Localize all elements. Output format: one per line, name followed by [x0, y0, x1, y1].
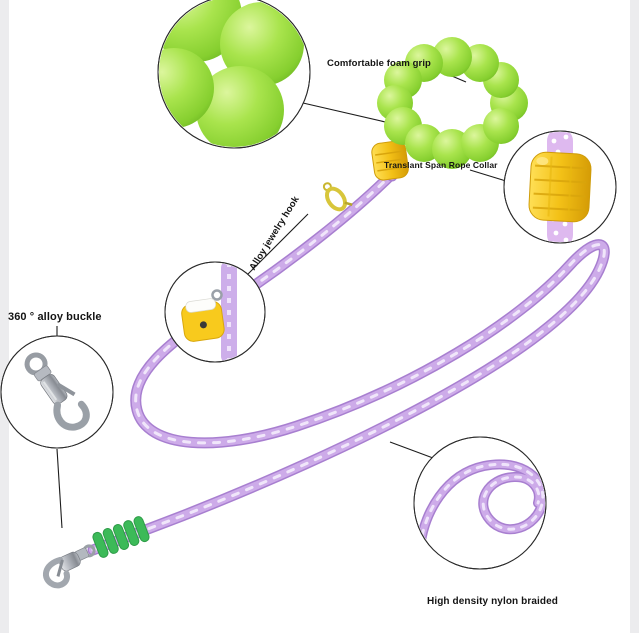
- buckle-snap-hook: [24, 352, 90, 431]
- charm-hook-ring: [211, 289, 223, 301]
- jewelry-hook: [322, 182, 353, 212]
- jewelry-hook-clasp: [344, 201, 353, 206]
- callout-line-collar: [469, 169, 507, 182]
- collar-ridge: [377, 166, 406, 172]
- jewelry-hook-body: [324, 186, 348, 212]
- label-alloy-buckle: 360 ° alloy buckle: [8, 311, 102, 323]
- wrap-bar: [112, 524, 130, 550]
- right-margin-band: [630, 0, 639, 633]
- left-margin-band: [0, 0, 9, 633]
- buckle-highlight: [42, 381, 58, 401]
- zoom-rope-border-top: [413, 436, 547, 570]
- collar-zoom: [528, 151, 592, 223]
- wrap-bar: [92, 531, 109, 558]
- buckle-hook-curve: [53, 400, 90, 431]
- foam-ball-zoom: [196, 66, 284, 147]
- foam-ball-zoom: [220, 2, 304, 86]
- label-rope-collar: Translant Span Rope Collar: [384, 160, 498, 170]
- wrap-bar: [123, 520, 140, 546]
- callout-line-nylon: [389, 441, 434, 459]
- label-nylon-braided: High density nylon braided: [427, 596, 558, 607]
- rope-collar: [371, 140, 409, 181]
- callout-line-buckle-clasp: [56, 448, 63, 529]
- clasp-gate: [56, 559, 64, 577]
- zoom-charm-border-top: [164, 261, 266, 363]
- rope-coil-braid: [418, 462, 545, 550]
- zoom-charm-circle: [164, 261, 266, 363]
- label-foam-grip: Comfortable foam grip: [327, 58, 431, 69]
- callout-line-foam-zoom: [302, 102, 395, 125]
- foam-ball: [483, 108, 519, 144]
- zoom-collar-border-top: [503, 130, 617, 244]
- foam-ball-zoom: [159, 48, 214, 128]
- callout-line-charm: [246, 213, 309, 276]
- collar-ridge: [375, 150, 403, 156]
- zoom-foam-border-top: [157, 0, 311, 149]
- buckle-gate: [56, 382, 76, 397]
- wrap-bar: [133, 516, 150, 543]
- zoom-buckle-border-top: [0, 335, 114, 449]
- collar-ridge: [376, 158, 405, 164]
- zoom-buckle-circle: [0, 335, 114, 449]
- rope-wrap: [92, 516, 150, 558]
- clasp-hook: [42, 556, 70, 589]
- charm-pouch: [181, 298, 225, 342]
- wrap-bar: [102, 528, 119, 554]
- foam-grip-handle: [377, 37, 528, 169]
- foam-ball-zoom: [159, 0, 242, 62]
- zoom-rope-circle: [413, 436, 547, 570]
- leash-clasp: [42, 544, 96, 589]
- zoom-foam-circle: [157, 0, 311, 149]
- zoom-collar-circle: [503, 130, 617, 244]
